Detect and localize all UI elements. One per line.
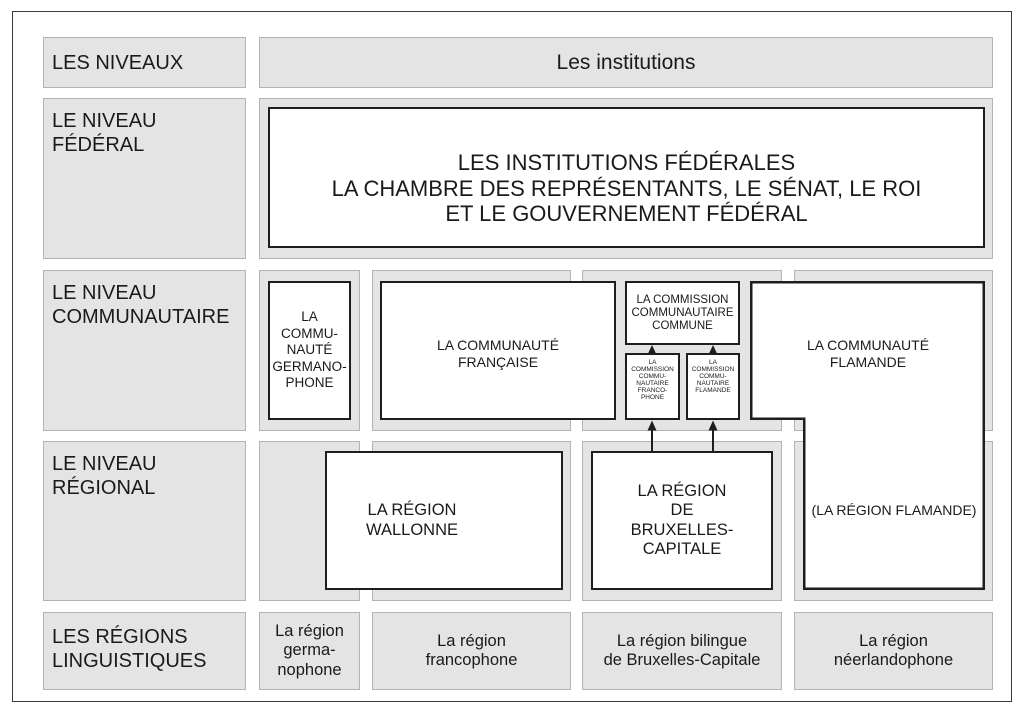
diagram-frame xyxy=(12,11,1012,702)
linguistic-region-dutch: La région néerlandophone xyxy=(794,612,993,690)
level-linguistic-regions: LES RÉGIONS LINGUISTIQUES xyxy=(43,612,246,690)
french-community-commission-text: LA COMMISSION COMMU- NAUTAIRE FRANCO- PH… xyxy=(631,359,674,401)
french-community-box: LA COMMUNAUTÉ FRANÇAISE xyxy=(380,281,616,420)
walloon-region-text: LA RÉGION WALLONNE xyxy=(366,501,458,539)
federal-institutions-box: LES INSTITUTIONS FÉDÉRALES LA CHAMBRE DE… xyxy=(268,107,985,248)
french-community-commission-box: LA COMMISSION COMMU- NAUTAIRE FRANCO- PH… xyxy=(625,353,680,420)
level-regional: LE NIVEAU RÉGIONAL xyxy=(43,441,246,601)
linguistic-region-french: La région francophone xyxy=(372,612,571,690)
flemish-community-text: LA COMMUNAUTÉ FLAMANDE xyxy=(806,337,930,370)
linguistic-region-german: La région germa- nophone xyxy=(259,612,360,690)
level-regional-label: LE NIVEAU RÉGIONAL xyxy=(52,453,157,499)
german-community-box: LA COMMU- NAUTÉ GERMANO- PHONE xyxy=(268,281,351,420)
levels-column-header: LES NIVEAUX xyxy=(43,37,246,88)
brussels-capital-region-text: LA RÉGION DE BRUXELLES- CAPITALE xyxy=(630,481,734,559)
french-community-text: LA COMMUNAUTÉ FRANÇAISE xyxy=(436,337,560,370)
level-linguistic-regions-label: LES RÉGIONS LINGUISTIQUES xyxy=(52,626,207,672)
common-community-commission-box: LA COMMISSION COMMUNAUTAIRE COMMUNE xyxy=(625,281,740,345)
level-federal: LE NIVEAU FÉDÉRAL xyxy=(43,98,246,259)
walloon-region-box: LA RÉGION WALLONNE xyxy=(325,451,563,590)
regional-cell-flemish xyxy=(794,441,993,601)
institutions-column-header-text: Les institutions xyxy=(556,50,696,74)
level-community-label: LE NIVEAU COMMUNAUTAIRE xyxy=(52,282,230,328)
flemish-community-commission-box: LA COMMISSION COMMU- NAUTAIRE FLAMANDE xyxy=(686,353,740,420)
brussels-capital-region-box: LA RÉGION DE BRUXELLES- CAPITALE xyxy=(591,451,773,590)
linguistic-region-dutch-text: La région néerlandophone xyxy=(833,631,954,670)
level-community: LE NIVEAU COMMUNAUTAIRE xyxy=(43,270,246,431)
linguistic-region-german-text: La région germa- nophone xyxy=(275,621,344,679)
linguistic-region-bilingual-text: La région bilingue de Bruxelles-Capitale xyxy=(603,631,761,670)
linguistic-region-french-text: La région francophone xyxy=(425,631,518,670)
levels-column-header-text: LES NIVEAUX xyxy=(52,51,184,74)
flemish-community-commission-text: LA COMMISSION COMMU- NAUTAIRE FLAMANDE xyxy=(691,359,735,394)
flemish-region-text: (LA RÉGION FLAMANDE) xyxy=(811,502,977,518)
level-federal-label: LE NIVEAU FÉDÉRAL xyxy=(52,110,157,156)
federal-institutions-text: LES INSTITUTIONS FÉDÉRALES LA CHAMBRE DE… xyxy=(331,150,922,227)
linguistic-region-bilingual: La région bilingue de Bruxelles-Capitale xyxy=(582,612,782,690)
german-community-text: LA COMMU- NAUTÉ GERMANO- PHONE xyxy=(272,309,347,391)
common-community-commission-text: LA COMMISSION COMMUNAUTAIRE COMMUNE xyxy=(631,293,734,332)
institutions-column-header: Les institutions xyxy=(259,37,993,88)
